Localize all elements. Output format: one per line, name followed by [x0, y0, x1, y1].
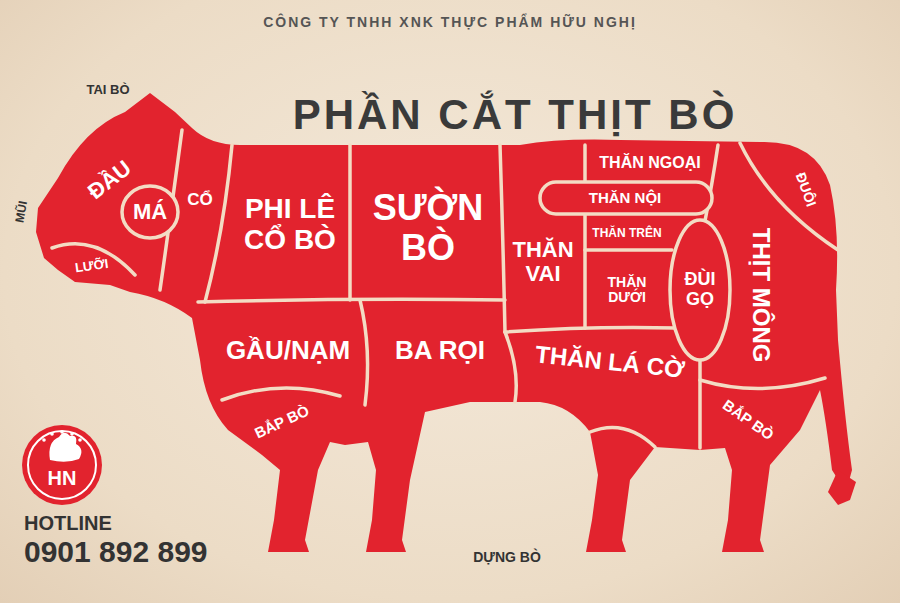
- logo-star: [70, 432, 74, 436]
- cut-name: THỊT MÔNG: [747, 228, 773, 363]
- logo-disc: [22, 425, 102, 505]
- cut-line: [505, 328, 676, 333]
- cut-region: PHI LÊ CỔ BÒ: [237, 192, 343, 258]
- cut-line: [590, 427, 655, 447]
- cut-region: CỔ: [184, 189, 216, 212]
- cut-name: THĂN NGOẠI: [599, 154, 700, 172]
- part-label: MŨI: [13, 200, 30, 224]
- cut-region: THỊT MÔNG: [745, 225, 775, 366]
- cut-name: MÁ: [133, 200, 167, 224]
- logo-rooster: [49, 433, 81, 462]
- cut-name: THĂN VAI: [503, 238, 583, 286]
- tenderloin-band: [540, 182, 712, 214]
- cut-region: THĂN DƯỚI: [599, 273, 655, 308]
- cut-region: MÁ: [130, 198, 170, 226]
- cut-line: [698, 360, 702, 448]
- logo-star: [60, 430, 64, 434]
- cut-line: [700, 378, 825, 389]
- cut-line: [505, 332, 516, 402]
- cut-name: SƯỜN BÒ: [369, 188, 487, 267]
- cut-line: [52, 244, 135, 275]
- cut-lines: [52, 130, 838, 448]
- logo: [22, 425, 102, 505]
- cut-region: BA RỌI: [392, 334, 488, 367]
- hotline-label: HOTLINE: [24, 512, 112, 535]
- cut-line: [222, 388, 340, 400]
- cut-region: THĂN NGOẠI: [596, 152, 703, 174]
- cut-name: THĂN TRÊN: [592, 227, 661, 240]
- company-name: CÔNG TY TNHH XNK THỰC PHẨM HỮU NGHỊ: [263, 14, 637, 30]
- logo-text: HN: [48, 467, 77, 490]
- cut-region: THĂN NỘI: [586, 188, 665, 209]
- part-label: DỰNG BÒ: [473, 549, 541, 565]
- cut-name: PHI LÊ CỔ BÒ: [240, 194, 340, 256]
- cut-name: GẦU/NẠM: [226, 336, 350, 365]
- cut-name: BA RỌI: [395, 336, 485, 365]
- phone-number: 0901 892 899: [24, 535, 208, 570]
- cut-region: GẦU/NẠM: [223, 334, 353, 367]
- cow-silhouette: [36, 93, 852, 552]
- cut-line: [583, 145, 587, 328]
- cut-name: CỔ: [187, 191, 213, 210]
- logo-star: [50, 432, 54, 436]
- cut-line: [360, 300, 368, 405]
- diagram-title: PHẦN CẮT THỊT BÒ: [293, 91, 738, 139]
- cheek-outline: [122, 186, 178, 238]
- cut-region: SƯỜN BÒ: [366, 186, 490, 269]
- round-outline: [670, 220, 730, 360]
- logo-star: [42, 438, 46, 442]
- tail-tuft: [828, 470, 856, 505]
- cut-line: [348, 145, 352, 300]
- cut-line: [500, 145, 505, 332]
- cut-region: ĐÙI GỌ: [675, 268, 726, 312]
- logo-star: [78, 438, 82, 442]
- cut-line: [585, 248, 672, 252]
- cut-line: [205, 145, 232, 302]
- cut-region: THĂN VAI: [500, 236, 586, 288]
- cut-name: THĂN NỘI: [589, 190, 662, 207]
- logo-ring: [28, 431, 96, 499]
- cut-name: ĐÙI GỌ: [678, 270, 723, 310]
- cut-name: THĂN DƯỚI: [602, 275, 652, 306]
- cut-name: LƯỠI: [74, 257, 109, 276]
- cut-region: THĂN TRÊN: [589, 225, 664, 242]
- part-label: TAI BÒ: [86, 83, 129, 98]
